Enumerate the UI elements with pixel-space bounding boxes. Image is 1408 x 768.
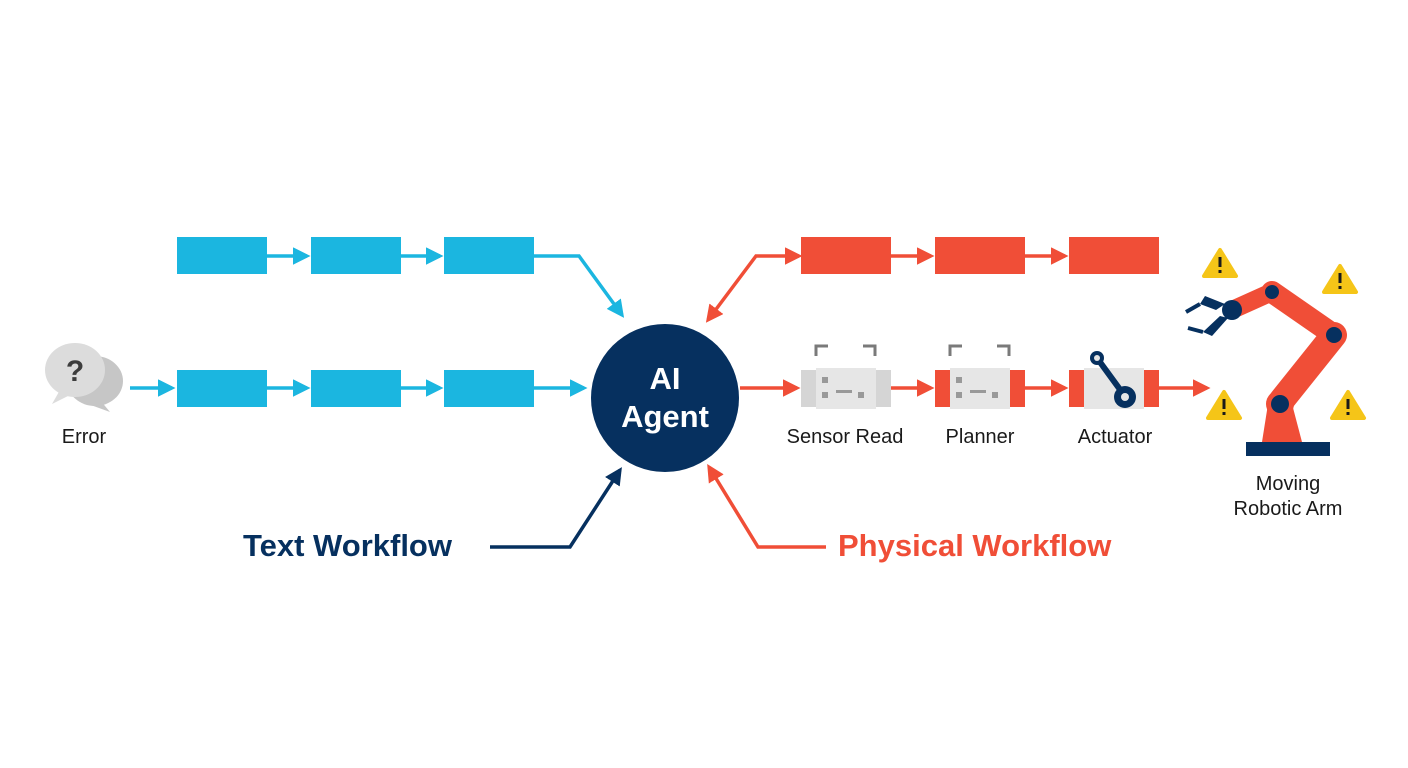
actuator-module-icon — [1069, 351, 1159, 409]
text-step-top-3 — [444, 237, 534, 274]
sensor-read-label: Sensor Read — [786, 426, 904, 448]
robotic-arm-icon — [1185, 281, 1347, 456]
robotic-arm-label: Moving Robotic Arm — [1233, 473, 1343, 520]
ai-agent-node — [591, 324, 739, 472]
planner-label: Planner — [945, 426, 1015, 448]
arrow-top-to-agent — [534, 254, 625, 318]
ai-agent-label: AI Agent — [621, 361, 709, 434]
text-step-mid-2 — [311, 370, 401, 407]
physical-step-top-1 — [801, 237, 891, 274]
arrow-agent-physical-top — [705, 247, 803, 323]
physical-workflow-label: Physical Workflow — [838, 528, 1112, 563]
text-workflow-label: Text Workflow — [243, 528, 452, 563]
physical-step-top-3 — [1069, 237, 1159, 274]
text-step-mid-1 — [177, 370, 267, 407]
error-label: Error — [61, 426, 107, 448]
text-workflow-connector — [490, 467, 622, 549]
warning-triangle-icon — [1202, 248, 1238, 278]
warning-triangle-icon — [1322, 264, 1358, 294]
text-step-top-2 — [311, 237, 401, 274]
question-speech-bubble-icon: ? — [45, 343, 123, 412]
warning-triangle-icon — [1330, 390, 1366, 420]
planner-module-icon — [935, 344, 1025, 409]
warning-triangle-icon — [1206, 390, 1242, 420]
text-step-top-1 — [177, 237, 267, 274]
physical-workflow-connector — [707, 464, 826, 549]
svg-text:?: ? — [66, 355, 84, 388]
text-step-mid-3 — [444, 370, 534, 407]
physical-step-top-2 — [935, 237, 1025, 274]
sensor-read-module-icon — [801, 344, 891, 409]
actuator-label: Actuator — [1077, 426, 1153, 448]
